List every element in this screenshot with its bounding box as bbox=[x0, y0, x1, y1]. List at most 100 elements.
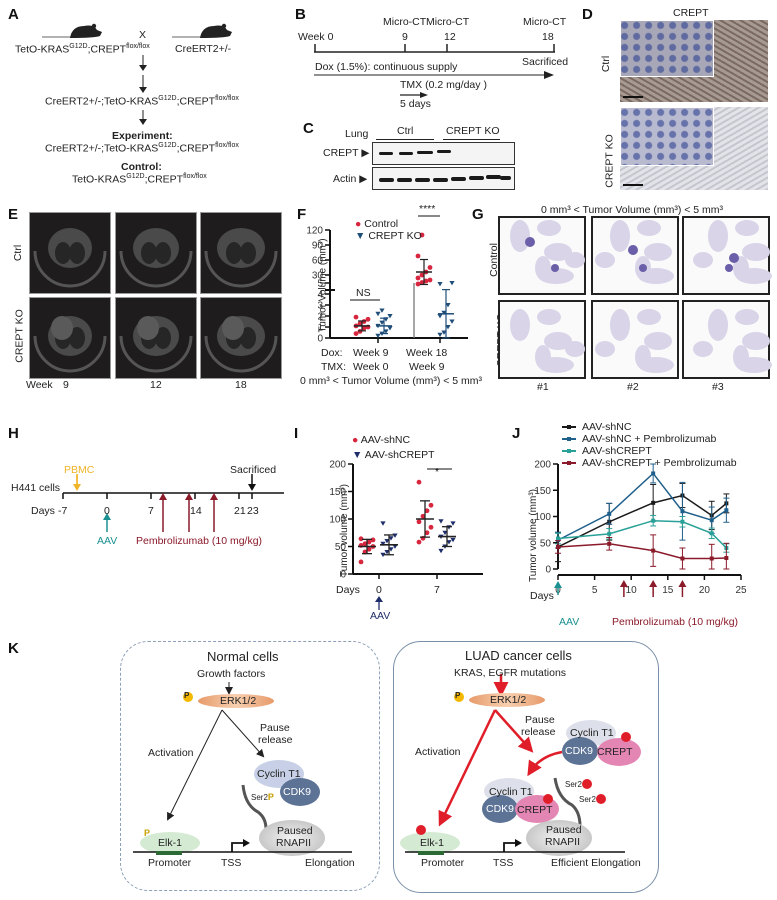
j-legend-item: AAV-shCREPT + Pembrolizumab bbox=[562, 457, 737, 469]
k-normal-release: release bbox=[258, 734, 293, 746]
f-g1-tmx: Week 0 bbox=[353, 361, 389, 373]
svg-text:50: 50 bbox=[335, 542, 347, 553]
experiment-title: Experiment: bbox=[112, 130, 173, 142]
h-tick-0: 0 bbox=[104, 505, 110, 517]
ihc-ko-image bbox=[620, 107, 768, 190]
pbmc-label: PBMC bbox=[64, 464, 95, 476]
micro-ct-image bbox=[115, 297, 197, 379]
tmx-label: TMX (0.2 mg/day ) bbox=[400, 79, 487, 91]
f-g2-tmx: Week 9 bbox=[409, 361, 445, 373]
h-tick--7: -7 bbox=[58, 505, 68, 517]
ko-group-label: CREPT KO bbox=[446, 125, 500, 137]
micro-ct-image bbox=[29, 297, 111, 379]
panel-label-j: J bbox=[512, 425, 521, 442]
chart-j: 2001501005000510152025 bbox=[534, 460, 747, 597]
k-cancer-stimulus: KRAS, EGFR mutations bbox=[454, 667, 567, 679]
k-cancer-rnap1: Paused bbox=[546, 824, 582, 836]
ko-group-line bbox=[443, 139, 500, 140]
svg-text:120: 120 bbox=[306, 226, 323, 237]
histology-image bbox=[682, 300, 772, 379]
tmx-duration: 5 days bbox=[400, 98, 431, 110]
i-aav-arrow-icon bbox=[375, 596, 383, 610]
f-tmx-label: TMX: bbox=[321, 361, 347, 373]
svg-text:0: 0 bbox=[317, 334, 323, 345]
k-normal-elk: Elk-1 bbox=[158, 837, 182, 849]
h-tick-14: 14 bbox=[190, 505, 202, 517]
svg-text:5: 5 bbox=[317, 279, 323, 290]
j-legend-item: AAV-shCREPT bbox=[562, 445, 652, 457]
k-cancer-elongation: Efficient Elongation bbox=[551, 857, 641, 869]
ct-week-9: 9 bbox=[63, 379, 69, 391]
k-normal-cyclin: Cyclin T1 bbox=[257, 768, 301, 780]
k-normal-ser2: Ser2P bbox=[251, 792, 274, 802]
timeline-b bbox=[314, 44, 555, 79]
i-legend-nc: ● AAV-shNC bbox=[352, 434, 411, 446]
k-cancer-ser2-1: Ser2 bbox=[565, 780, 582, 789]
svg-text:20: 20 bbox=[699, 585, 711, 596]
k-cancer-cyclin-2: Cyclin T1 bbox=[489, 786, 533, 798]
i-aav-label: AAV bbox=[370, 610, 391, 622]
week-0-label: Week 0 bbox=[298, 31, 334, 43]
j-days-label: Days bbox=[530, 590, 554, 602]
h-pembro-label: Pembrolizumab (10 mg/kg) bbox=[136, 535, 263, 547]
lung-label: Lung bbox=[345, 128, 369, 140]
f-legend-ko: ▼ CREPT KO bbox=[355, 230, 422, 242]
h-aav-label: AAV bbox=[97, 535, 118, 547]
actin-blot bbox=[372, 167, 515, 190]
week-12-label: 12 bbox=[444, 31, 456, 43]
svg-text:90: 90 bbox=[312, 241, 324, 252]
i-sig-label: * bbox=[435, 466, 440, 478]
h-days-label: Days bbox=[31, 505, 55, 517]
tmx-arrow-icon bbox=[400, 92, 428, 98]
k-normal-activation: Activation bbox=[148, 747, 194, 759]
f-dox-label: Dox: bbox=[321, 347, 343, 359]
f-g1-dox: Week 9 bbox=[353, 347, 389, 359]
panel-label-b: B bbox=[295, 6, 306, 23]
svg-text:25: 25 bbox=[735, 585, 747, 596]
ihc-title: CREPT bbox=[673, 7, 709, 19]
micro-ct-image bbox=[200, 297, 282, 379]
g-sample-1: #1 bbox=[537, 381, 549, 393]
crept-blot-label: CREPT ▶ bbox=[323, 147, 370, 159]
svg-text:0: 0 bbox=[340, 570, 346, 581]
g-title: 0 mm³ < Tumor Volume (mm³) < 5 mm³ bbox=[541, 204, 724, 216]
panel-label-d: D bbox=[582, 6, 593, 23]
svg-text:1: 1 bbox=[317, 323, 323, 334]
k-cancer-p-erk: P bbox=[455, 691, 461, 700]
svg-text:10: 10 bbox=[626, 585, 638, 596]
panel-label-f: F bbox=[297, 206, 307, 223]
k-cancer-ser2-2: Ser2 bbox=[579, 795, 596, 804]
histology-image bbox=[591, 216, 679, 295]
cross-symbol: X bbox=[139, 29, 147, 41]
i-days-label: Days bbox=[336, 584, 360, 596]
dox-label: Dox (1.5%): continuous supply bbox=[315, 61, 458, 73]
svg-text:50: 50 bbox=[540, 538, 552, 549]
scale-bar bbox=[623, 184, 643, 186]
f-ns-label: NS bbox=[356, 287, 371, 299]
k-cancer-activation: Activation bbox=[415, 746, 461, 758]
ct-week-12: 12 bbox=[150, 379, 162, 391]
k-cancer-crept-1: CREPT bbox=[597, 746, 633, 758]
k-cancer-pause: Pause bbox=[525, 714, 555, 726]
i-legend-crept: ▼ AAV-shCREPT bbox=[352, 449, 435, 461]
crept-blot bbox=[372, 142, 515, 165]
svg-text:2: 2 bbox=[317, 312, 323, 323]
histology-image bbox=[591, 300, 679, 379]
i-xtick-0: 0 bbox=[376, 584, 382, 596]
k-normal-rnap2: RNAPII bbox=[276, 837, 312, 849]
cancer-cells-box bbox=[393, 641, 659, 893]
ihc-ctrl-inset bbox=[620, 20, 714, 77]
f-legend-control: ● Control bbox=[355, 218, 399, 230]
g-sample-2: #2 bbox=[627, 381, 639, 393]
j-pembro-label: Pembrolizumab (10 mg/kg) bbox=[612, 616, 739, 628]
panel-label-i: I bbox=[294, 425, 299, 442]
k-normal-stimulus: Growth factors bbox=[197, 668, 266, 680]
histology-image bbox=[682, 216, 772, 295]
k-cancer-cdk9-1: CDK9 bbox=[565, 745, 594, 757]
k-cancer-tss: TSS bbox=[493, 857, 514, 869]
k-normal-pause: Pause bbox=[260, 722, 290, 734]
k-cancer-rnap2: RNAPII bbox=[545, 836, 581, 848]
